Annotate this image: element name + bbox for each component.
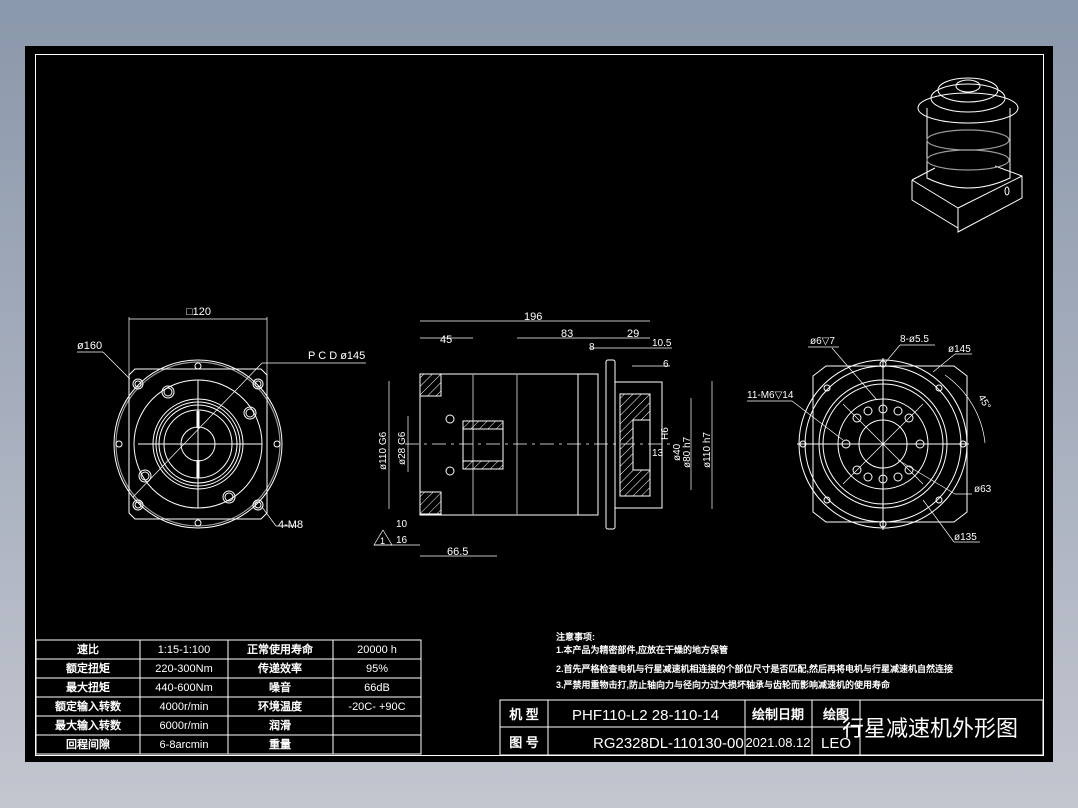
dim-16: 16 bbox=[396, 535, 408, 546]
title-block-grid bbox=[499, 699, 1044, 756]
dim-m6: 11-M6▽14 bbox=[747, 390, 794, 401]
spec-value: 6-8arcmin bbox=[160, 739, 209, 751]
spec-value: 220-300Nm bbox=[155, 663, 212, 675]
spec-label: 回程间隙 bbox=[66, 737, 110, 751]
dim-d135: ø135 bbox=[954, 532, 977, 543]
notes-block: 注意事项: 1.本产品为精密部件,应放在干燥的地方保管 2.首先严格检查电机与行… bbox=[556, 631, 953, 690]
dim-mounting-holes: 4-M8 bbox=[278, 519, 303, 531]
dim-square: □120 bbox=[186, 306, 211, 318]
date-value: 2021.08.12 bbox=[745, 735, 810, 750]
dim-h6: H6 bbox=[660, 427, 671, 440]
dim-40: ø40 bbox=[672, 443, 683, 461]
dim-pcd: P C D ø145 bbox=[308, 350, 365, 362]
dim-83: 83 bbox=[561, 328, 573, 340]
dim-66-5: 66.5 bbox=[447, 546, 468, 558]
dim-10-5: 10.5 bbox=[652, 338, 672, 349]
spec-label: 额定输入转数 bbox=[55, 699, 122, 713]
dim-45: 45 bbox=[440, 334, 452, 346]
spec-label: 速比 bbox=[77, 642, 99, 656]
spec-label: 重量 bbox=[269, 737, 291, 751]
dim-d6: ø6▽7 bbox=[810, 336, 835, 347]
output-flange-view bbox=[747, 344, 986, 543]
drawing-no-label: 图 号 bbox=[509, 735, 539, 750]
note-item: 3.严禁用重物击打,防止轴向力与径向力过大损坏轴承与齿轮而影响减速机的使用寿命 bbox=[556, 679, 891, 690]
dim-d145: ø145 bbox=[948, 344, 971, 355]
spec-label: 传递效率 bbox=[257, 661, 302, 675]
dim-housing-bore: ø110 G6 bbox=[378, 431, 389, 470]
spec-value: 1:15-1:100 bbox=[158, 644, 211, 656]
dim-input-bore: ø28 G6 bbox=[397, 431, 408, 465]
model-value: PHF110-L2 28-110-14 bbox=[572, 707, 719, 724]
drawing-no-value: RG2328DL-110130-00 bbox=[593, 735, 744, 752]
model-label: 机 型 bbox=[509, 707, 539, 722]
spec-label: 最大输入转数 bbox=[55, 718, 122, 732]
spec-label: 最大扭矩 bbox=[66, 680, 110, 694]
drawn-by-value: LEO bbox=[821, 735, 851, 752]
spec-value: 66dB bbox=[364, 682, 390, 694]
drawn-by-label: 绘图 bbox=[823, 707, 849, 722]
date-label: 绘制日期 bbox=[752, 707, 804, 722]
dim-outer-dia: ø160 bbox=[77, 340, 102, 352]
spec-value: -20C- +90C bbox=[348, 701, 405, 713]
drawing-sheet: □120 ø160 P C D ø145 4-M8 196 45 bbox=[25, 46, 1053, 762]
spec-label: 额定扭矩 bbox=[66, 661, 110, 675]
drawing-title: 行星减速机外形图 bbox=[842, 716, 1018, 741]
spec-label: 润滑 bbox=[269, 718, 291, 732]
dim-10: 10 bbox=[396, 519, 408, 530]
dim-8-holes: 8-ø5.5 bbox=[900, 334, 929, 345]
dim-29: 29 bbox=[627, 328, 639, 340]
dim-110h7: ø110 h7 bbox=[702, 432, 713, 468]
dim-80h7: ø80 h7 bbox=[682, 436, 693, 468]
spec-value: 20000 h bbox=[357, 644, 397, 656]
specs-table-grid bbox=[35, 639, 422, 755]
spec-value: 95% bbox=[366, 663, 388, 675]
isometric-view bbox=[911, 77, 1023, 233]
dim-d63: ø63 bbox=[974, 484, 992, 495]
note-item: 2.首先严格检查电机与行星减速机相连接的个部位尺寸是否匹配,然后再将电机与行星减… bbox=[556, 663, 953, 674]
dim-13: 13 bbox=[652, 448, 664, 459]
cad-drawing: □120 ø160 P C D ø145 4-M8 196 45 bbox=[35, 54, 1044, 756]
spec-label: 环境温度 bbox=[258, 699, 303, 713]
note-item: 1.本产品为精密部件,应放在干燥的地方保管 bbox=[556, 644, 728, 655]
spec-value: 440-600Nm bbox=[155, 682, 212, 694]
input-flange-view bbox=[77, 317, 366, 529]
dim-angle: 45° bbox=[975, 393, 992, 412]
dim-8: 8 bbox=[589, 342, 595, 353]
spec-label: 噪音 bbox=[269, 680, 291, 694]
notes-heading: 注意事项: bbox=[556, 631, 595, 642]
spec-value: 4000r/min bbox=[160, 701, 209, 713]
dim-6: 6 bbox=[663, 359, 669, 370]
tolerance-mark: 1 bbox=[380, 536, 385, 546]
dim-overall-length: 196 bbox=[524, 311, 542, 323]
spec-label: 正常使用寿命 bbox=[247, 642, 314, 656]
side-section-view bbox=[373, 320, 713, 557]
spec-value: 6000r/min bbox=[160, 720, 209, 732]
